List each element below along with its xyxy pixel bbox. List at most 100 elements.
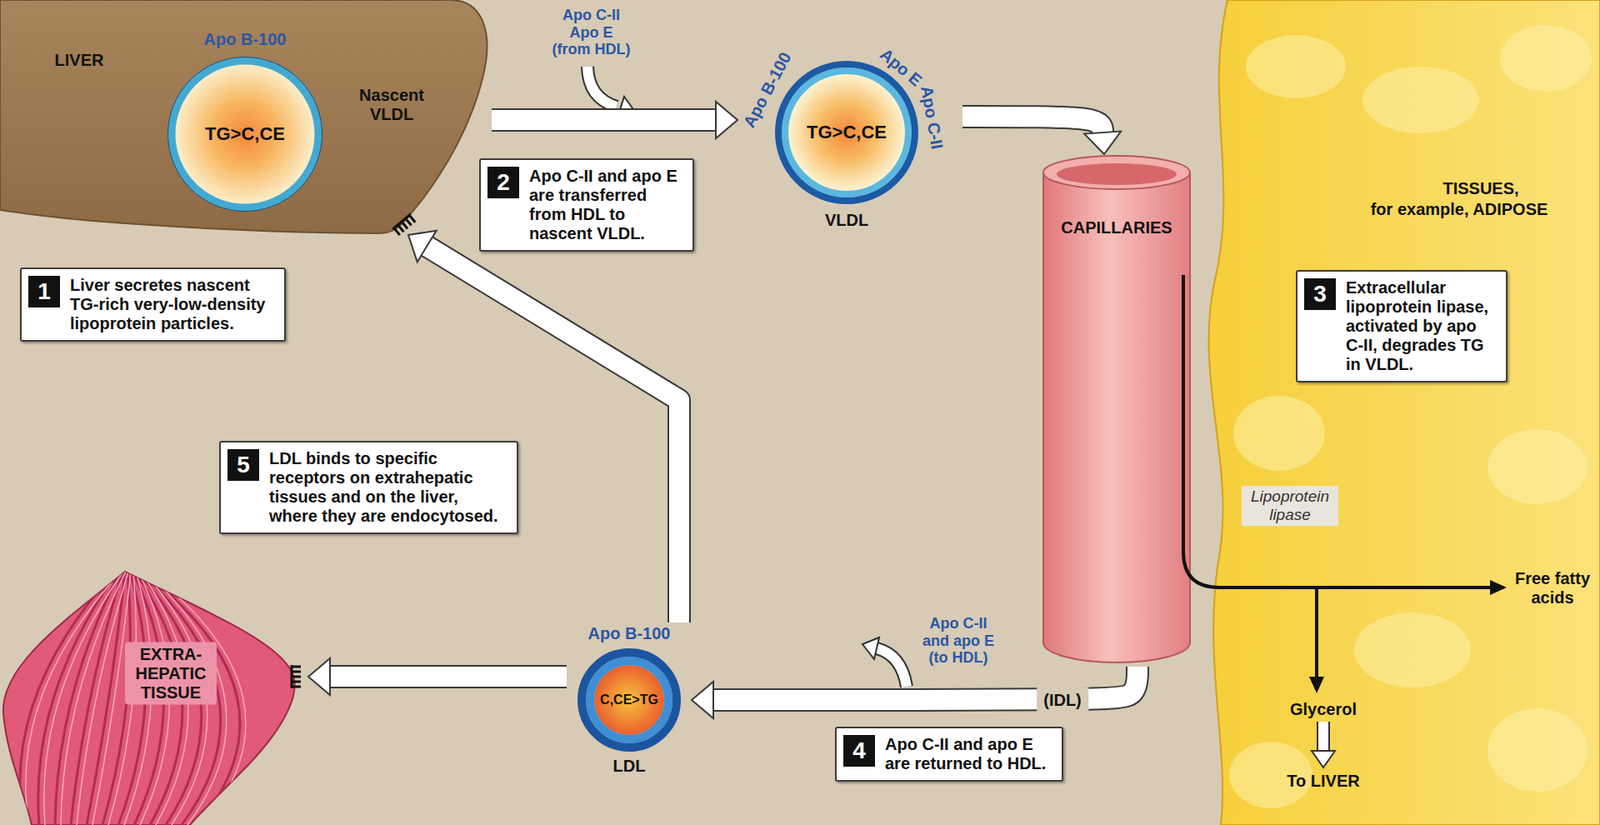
callout-text: Liver secretes nascent TG-rich very-low-… — [70, 275, 275, 334]
content-label: C,CE>TG — [600, 692, 659, 708]
drawn-path — [1315, 587, 1319, 679]
edge-label: (IDL) — [1036, 687, 1089, 714]
drawn-path — [876, 648, 907, 687]
drawn-path — [20, 571, 115, 825]
callout-text: Apo C-II and apo E are returned to HDL. — [885, 735, 1052, 774]
particle-label: LDL — [613, 756, 646, 776]
drawn-circle — [788, 74, 905, 191]
drawn-polygon — [1490, 580, 1507, 595]
particle-label: VLDL — [825, 210, 869, 230]
flow-arrow — [691, 666, 1138, 719]
annotation-label: Lipoprotein lipase — [1241, 485, 1339, 526]
drawn-g — [25, 571, 246, 825]
callout-number: 5 — [227, 449, 260, 481]
annotation-label: Glycerol — [1290, 700, 1357, 720]
drawn-path — [76, 571, 129, 825]
callout-box: 3 Extracellular lipoprotein lipase, activ… — [1295, 270, 1508, 383]
drawn-path — [0, 0, 487, 234]
arrow-head — [691, 681, 714, 719]
drawn-path — [86, 571, 125, 825]
apoprotein-label: Apo B-100 — [588, 624, 671, 644]
annotation-label: Apo C-II and apo E (to HDL) — [916, 615, 1000, 667]
arrow-shaft — [491, 110, 716, 130]
drawn-circle — [171, 60, 319, 208]
drawn-path — [392, 214, 417, 236]
drawn-svg — [163, 28, 327, 215]
callout-text: Apo C-II and apo E are transferred from … — [529, 166, 683, 244]
drawn-circle — [785, 70, 909, 195]
drawn-ellipse — [1362, 66, 1480, 134]
drawn-path — [44, 571, 124, 825]
drawn-ellipse — [1487, 429, 1588, 505]
vessel-label: CAPILLARIES — [1060, 218, 1172, 238]
callout-text: Extracellular lipoprotein lipase, activa… — [1345, 278, 1496, 375]
annotation-label: Free fatty acids — [1510, 569, 1595, 608]
drawn-path — [1318, 721, 1329, 752]
lipoprotein-particle: Apo B-100TG>C,CE — [163, 28, 327, 215]
arrow-shaft — [962, 116, 1103, 133]
tissue-region: TISSUES,for example, ADIPOSE — [1204, 0, 1600, 825]
arrow-head — [1084, 131, 1121, 155]
drawn-path — [587, 66, 617, 107]
arrow-head — [308, 658, 330, 695]
annotation-label: To LIVER — [1286, 771, 1360, 791]
arrow-outline — [962, 116, 1103, 133]
arrow-outline — [491, 108, 716, 132]
liver-organ: LIVER Nascent VLDL Apo B-100TG>C,CE — [0, 0, 492, 235]
callout-number: 2 — [487, 166, 520, 199]
drawn-path — [587, 66, 617, 107]
drawn-circle — [778, 64, 915, 201]
callout-text: LDL binds to specific receptors on extra… — [269, 449, 507, 526]
drawn-path — [291, 665, 301, 689]
drawn-g — [392, 214, 417, 236]
content-label: TG>C,CE — [806, 121, 887, 143]
tissue-label: TISSUES, — [1442, 179, 1519, 199]
arrow-head — [715, 101, 738, 139]
drawn-path — [1209, 0, 1600, 825]
callout-box: 2 Apo C-II and apo E are transferred from… — [479, 158, 695, 252]
muscle-tissue: EXTRA-HEPATIC TISSUE — [0, 571, 309, 825]
arrow-head — [408, 230, 437, 263]
drawn-path — [3, 571, 295, 825]
callout-box: 1 Liver secretes nascent TG-rich very-low… — [20, 267, 286, 342]
drawn-circle — [168, 57, 323, 212]
drawn-path — [1043, 172, 1190, 663]
drawn-ellipse — [1043, 155, 1190, 190]
drawn-polygon — [862, 637, 880, 660]
content-label: TG>C,CE — [205, 123, 285, 145]
particle-label: Nascent VLDL — [352, 85, 432, 125]
callout-number: 1 — [28, 275, 60, 308]
lipoprotein-particle: Apo B-100Apo EApo C-IITG>C,CEVLDL — [737, 23, 963, 234]
drawn-ellipse — [1233, 395, 1325, 471]
tissue-label: for example, ADIPOSE — [1370, 200, 1549, 220]
drawn-circle — [581, 652, 677, 748]
capillary-tube: CAPILLARIES — [1041, 154, 1192, 667]
callout-number: 3 — [1304, 278, 1336, 310]
tissue-label: EXTRA-HEPATIC TISSUE — [125, 642, 217, 705]
drawn-path — [25, 571, 121, 825]
drawn-circle — [590, 660, 669, 740]
drawn-svg — [1204, 0, 1600, 825]
drawn-circle — [594, 665, 665, 735]
drawn-path — [60, 571, 126, 825]
drawn-ellipse — [1354, 612, 1471, 688]
annotation-label: Apo C-II Apo E (from HDL) — [550, 6, 633, 59]
callout-box: 5 LDL binds to specific receptors on extr… — [219, 440, 519, 535]
arrow-shaft — [426, 246, 680, 623]
apoprotein-label: Apo B-100 — [204, 30, 287, 50]
drawn-g — [1229, 25, 1592, 809]
drawn-ellipse — [1245, 35, 1346, 99]
organ-label: LIVER — [55, 50, 105, 70]
flow-arrow — [408, 230, 680, 623]
arrow-outline — [426, 246, 680, 623]
flow-arrow — [308, 658, 567, 695]
drawn-g — [291, 665, 301, 689]
flow-arrow — [962, 116, 1121, 155]
apoprotein-label: Apo C-II — [916, 84, 947, 150]
drawn-g — [20, 571, 246, 825]
callout-number: 4 — [843, 735, 875, 767]
callout-box: 4 Apo C-II and apo E are returned to HDL. — [835, 726, 1064, 782]
flow-arrow — [491, 101, 738, 139]
drawn-ellipse — [1056, 163, 1177, 185]
